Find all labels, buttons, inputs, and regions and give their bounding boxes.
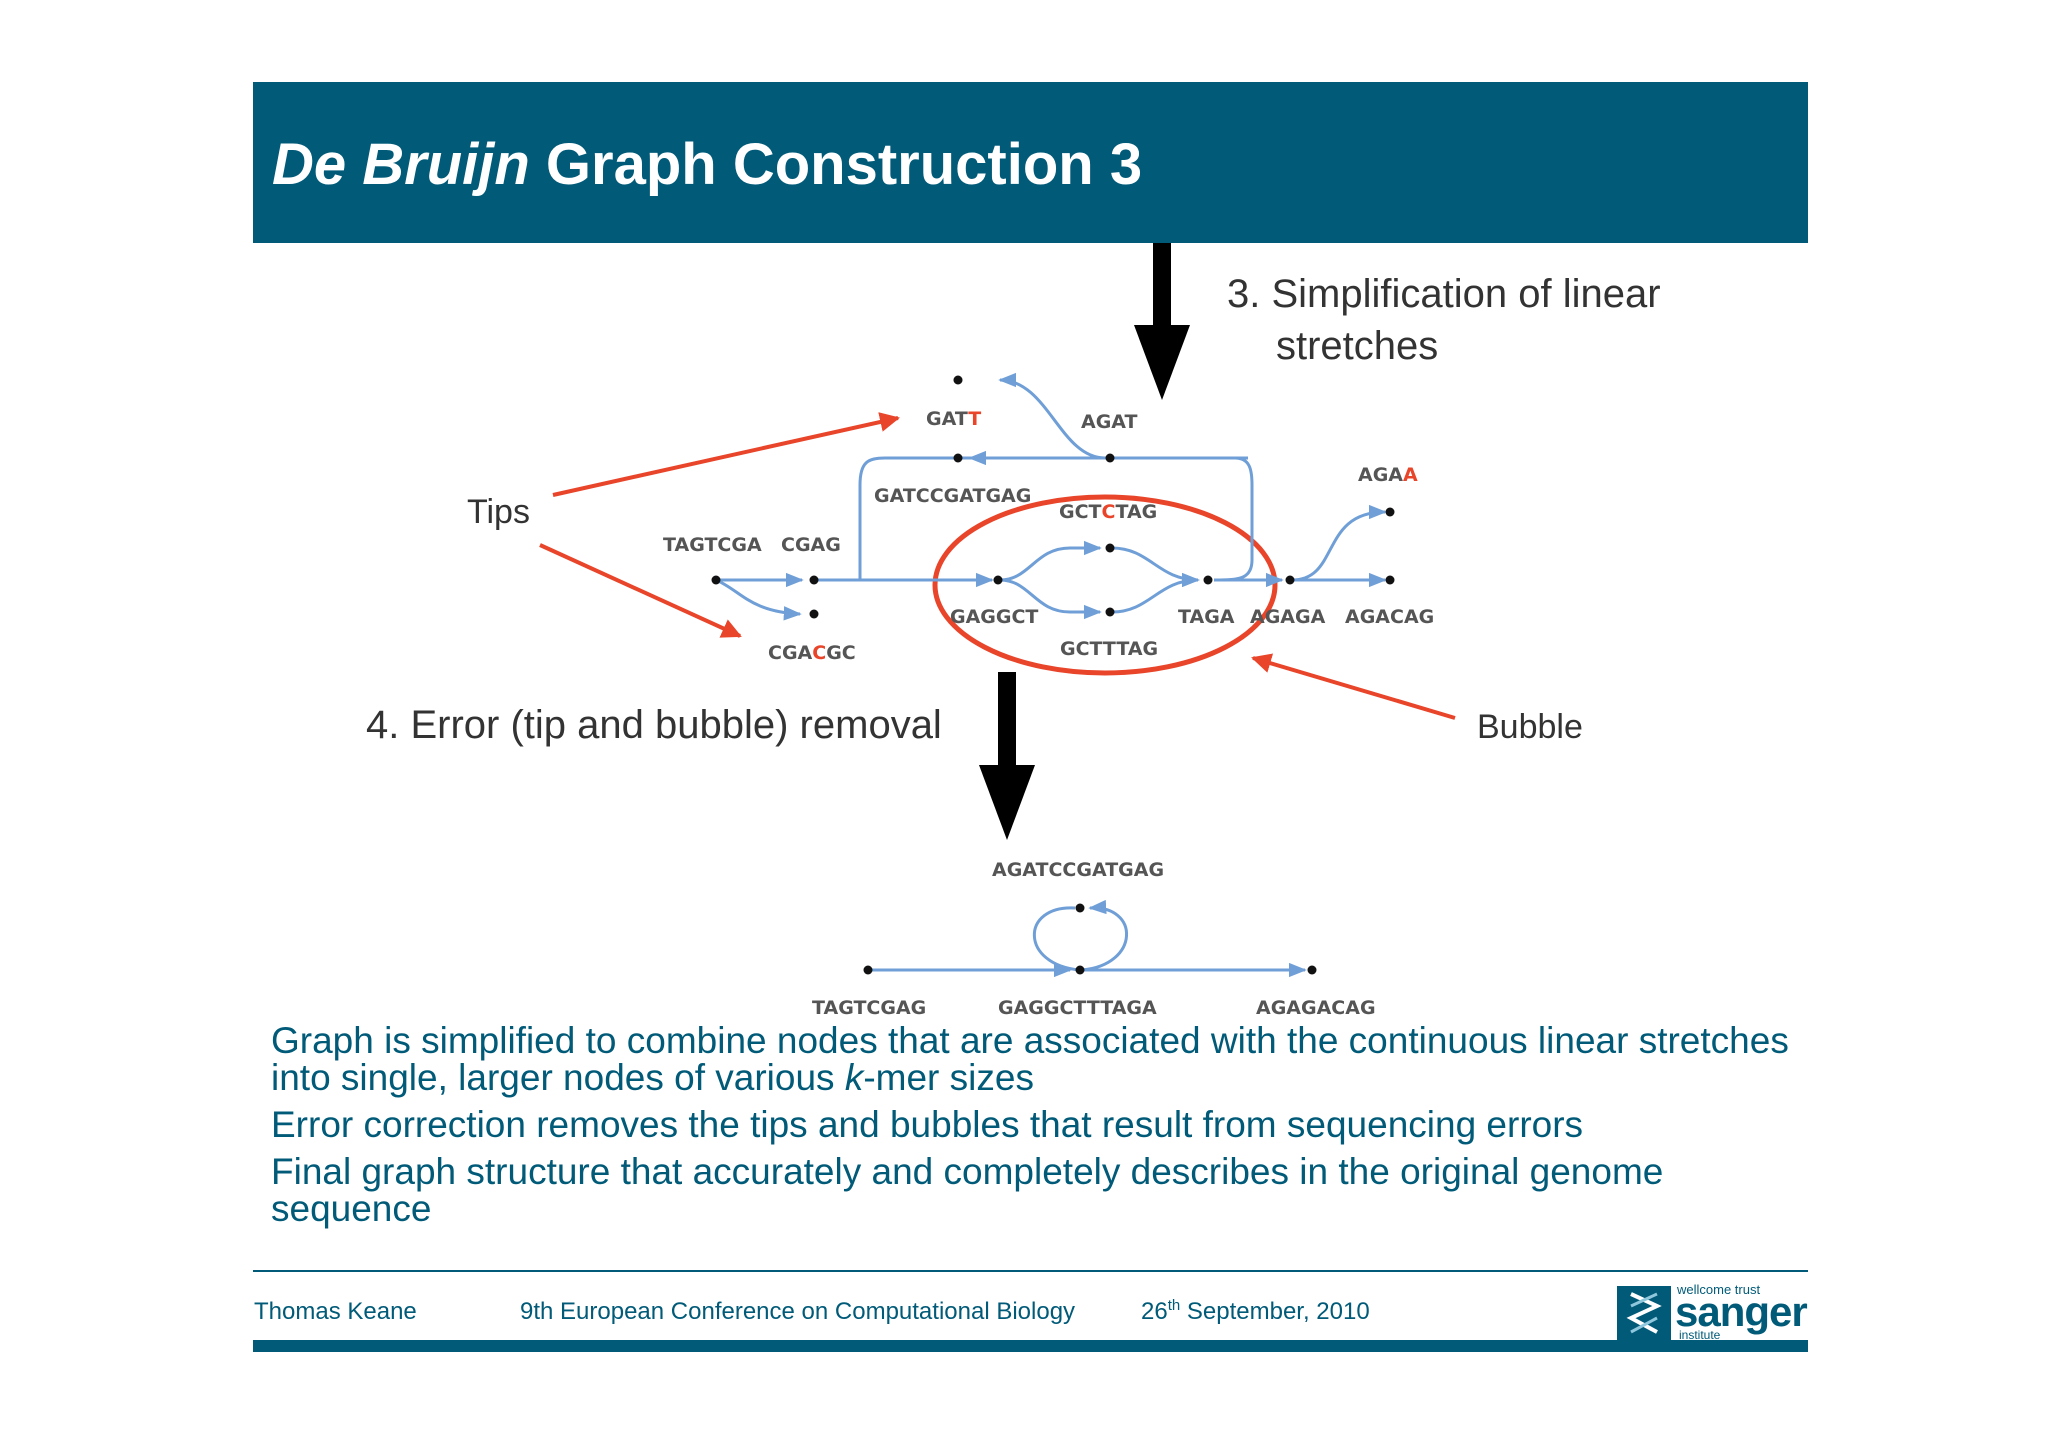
node-dot	[993, 575, 1003, 585]
node-label-agaa: AGAA	[1358, 464, 1418, 486]
tips-arrow-lower	[539, 543, 742, 638]
node-label-gctctag: GCTCTAG	[1059, 501, 1157, 523]
title-italic: De Bruijn	[272, 132, 530, 197]
logo-emblem-icon	[1617, 1286, 1671, 1340]
node-dot	[809, 575, 819, 585]
node-label-agatccgatgag: AGATCCGATGAG	[992, 859, 1164, 881]
logo-top-text: wellcome trust	[1677, 1282, 1761, 1297]
node-label-agaga: AGAGA	[1250, 606, 1326, 628]
footer-conference: 9th European Conference on Computational…	[520, 1298, 1076, 1325]
node-label-gatt: GATT	[926, 408, 981, 430]
logo-main-text: sanger	[1675, 1288, 1808, 1335]
step3-label-line1: 3. Simplification of linear	[1227, 272, 1661, 316]
node-label-cgag: CGAG	[781, 534, 841, 556]
tips-arrow-upper	[552, 412, 900, 497]
node-dot	[863, 965, 873, 975]
node-dot	[1203, 575, 1213, 585]
node-label-agagacag: AGAGACAG	[1256, 997, 1376, 1019]
node-label-agat: AGAT	[1081, 411, 1138, 433]
node-label-gctttag: GCTTTAG	[1060, 638, 1158, 660]
node-label-gatccgatgag: GATCCGATGAG	[874, 485, 1031, 507]
step3-label-line2: stretches	[1276, 324, 1438, 368]
node-dot	[953, 375, 963, 385]
node-dot	[1105, 453, 1115, 463]
big-arrow-step3	[1134, 243, 1190, 400]
logo-bottom-text: institute	[1679, 1328, 1721, 1342]
footer-author: Thomas Keane	[254, 1298, 417, 1325]
node-dot	[809, 609, 819, 619]
node-dot	[953, 453, 963, 463]
footer-divider	[253, 1270, 1808, 1272]
node-dot	[1307, 965, 1317, 975]
node-dot	[1285, 575, 1295, 585]
node-dot	[1105, 543, 1115, 553]
node-dot	[1075, 965, 1085, 975]
bubble-label: Bubble	[1477, 708, 1583, 746]
node-label-gaggct: GAGGCT	[950, 606, 1038, 628]
graph-edges	[715, 372, 1387, 978]
bubble-arrow	[1251, 653, 1456, 720]
node-label-gaggctttaga: GAGGCTTTAGA	[998, 997, 1157, 1019]
title-bar: De Bruijn Graph Construction 3	[253, 82, 1808, 243]
node-dot	[1385, 575, 1395, 585]
footer-date: 26th September, 2010	[1141, 1297, 1370, 1325]
node-dot	[1105, 607, 1115, 617]
node-label-tagtcga: TAGTCGA	[663, 534, 762, 556]
bullet-list: Graph is simplified to combine nodes tha…	[271, 1022, 1791, 1237]
node-label-tagtcgag: TAGTCGAG	[812, 997, 926, 1019]
node-label-taga: TAGA	[1178, 606, 1235, 628]
footer-bar	[253, 1340, 1808, 1352]
node-label-cgacgc: CGACGC	[768, 642, 856, 664]
node-label-agacag: AGACAG	[1345, 606, 1434, 628]
node-dot	[1385, 507, 1395, 517]
node-dot	[711, 575, 721, 585]
bullet-1: Graph is simplified to combine nodes tha…	[271, 1020, 1789, 1098]
bullet-2: Error correction removes the tips and bu…	[271, 1104, 1584, 1145]
sanger-logo: wellcome trust sanger institute	[1617, 1282, 1812, 1342]
step4-label: 4. Error (tip and bubble) removal	[366, 703, 942, 747]
title-rest: Graph Construction 3	[529, 132, 1143, 197]
tips-label: Tips	[467, 493, 530, 531]
node-dot	[1075, 903, 1085, 913]
graph-nodes	[711, 375, 1395, 975]
slide-title: De Bruijn Graph Construction 3	[272, 132, 1142, 198]
bullet-3: Final graph structure that accurately an…	[271, 1151, 1664, 1229]
big-arrow-step4	[979, 672, 1035, 840]
